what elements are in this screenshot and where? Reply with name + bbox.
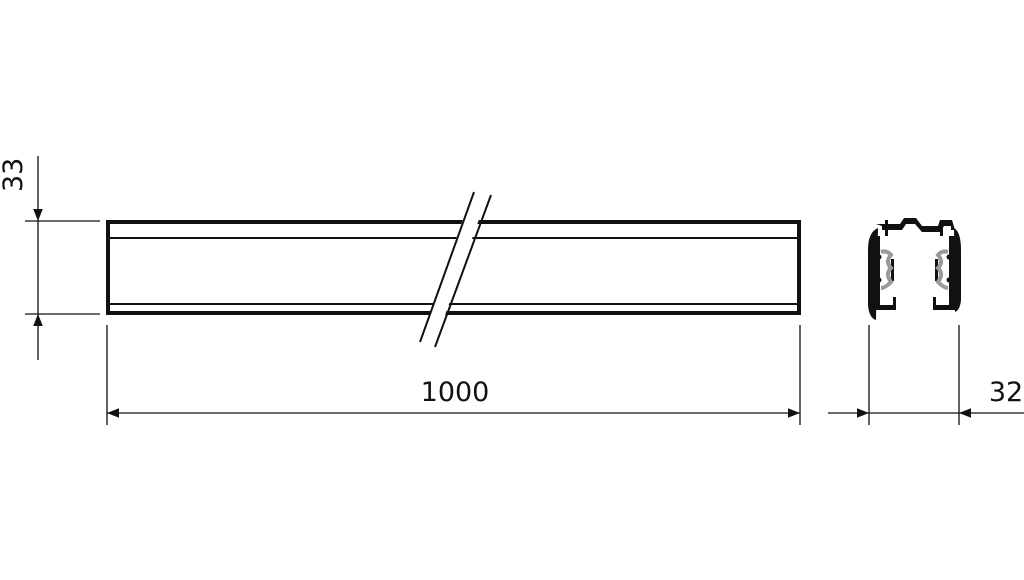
conductor-contacts: [880, 249, 949, 290]
length-label: 1000: [421, 377, 490, 408]
break-line: [419, 191, 475, 343]
length-dimension: 1000: [106, 325, 801, 425]
height-label: 33: [0, 158, 29, 192]
track-side-view: [106, 191, 801, 348]
width-dimension: 32: [828, 325, 1024, 425]
width-label: 32: [989, 377, 1023, 408]
break-line: [434, 194, 492, 348]
height-dimension: 33: [0, 156, 100, 360]
track-cross-section: [868, 218, 961, 320]
break-gap: [422, 205, 484, 335]
